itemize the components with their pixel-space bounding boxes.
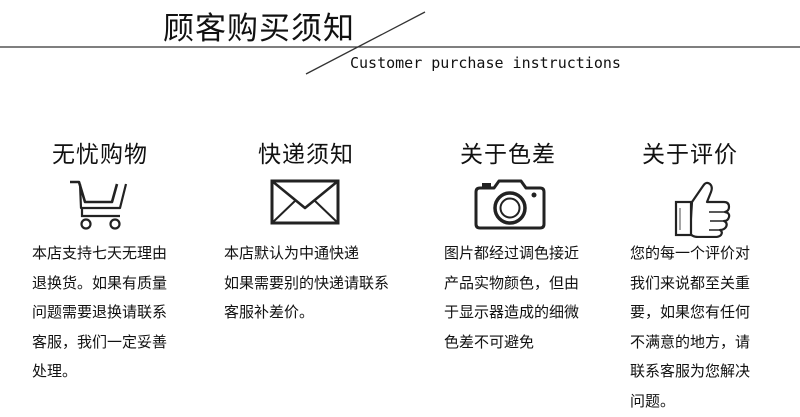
page-title: 顾客购买须知 — [163, 11, 355, 47]
section-title: 关于评价 — [642, 142, 738, 168]
envelope-icon — [270, 179, 340, 225]
thumbs-up-icon — [674, 181, 731, 238]
section-reviews: 关于评价 您的每一个评价对 我们来说都至关重 要，如果您有任何 不满意的地方，请… — [630, 138, 750, 410]
section-text: 图片都经过调色接近 产品实物颜色，但由 于显示器造成的细微 色差不可避免 — [444, 244, 580, 351]
section-title: 快递须知 — [258, 142, 354, 168]
section-text: 您的每一个评价对 我们来说都至关重 要，如果您有任何 不满意的地方，请 联系客服… — [630, 244, 751, 410]
section-title: 无忧购物 — [52, 142, 148, 168]
camera-icon — [474, 179, 546, 230]
section-worry-free-shopping: 无忧购物 本店支持七天无理由 退换货。如果有质量 问题需要退换请联系 客服，我们… — [32, 138, 167, 380]
section-color-difference: 关于色差 图片都经过调色接近 产品实物颜色，但由 于显示器造成的细微 色差不可避… — [444, 138, 579, 351]
section-text: 本店默认为中通快递 如果需要别的快递请联系 客服补差价。 — [224, 244, 390, 321]
section-title: 关于色差 — [460, 142, 556, 168]
section-text: 本店支持七天无理由 退换货。如果有质量 问题需要退换请联系 客服，我们一定妥善 … — [32, 244, 168, 380]
shopping-cart-icon — [70, 180, 128, 230]
header-decoration — [0, 11, 800, 75]
section-delivery-notes: 快递须知 本店默认为中通快递 如果需要别的快递请联系 客服补差价。 — [224, 138, 389, 321]
page-subtitle: Customer purchase instructions — [350, 54, 621, 72]
header: 顾客购买须知 Customer purchase instructions — [0, 0, 800, 85]
